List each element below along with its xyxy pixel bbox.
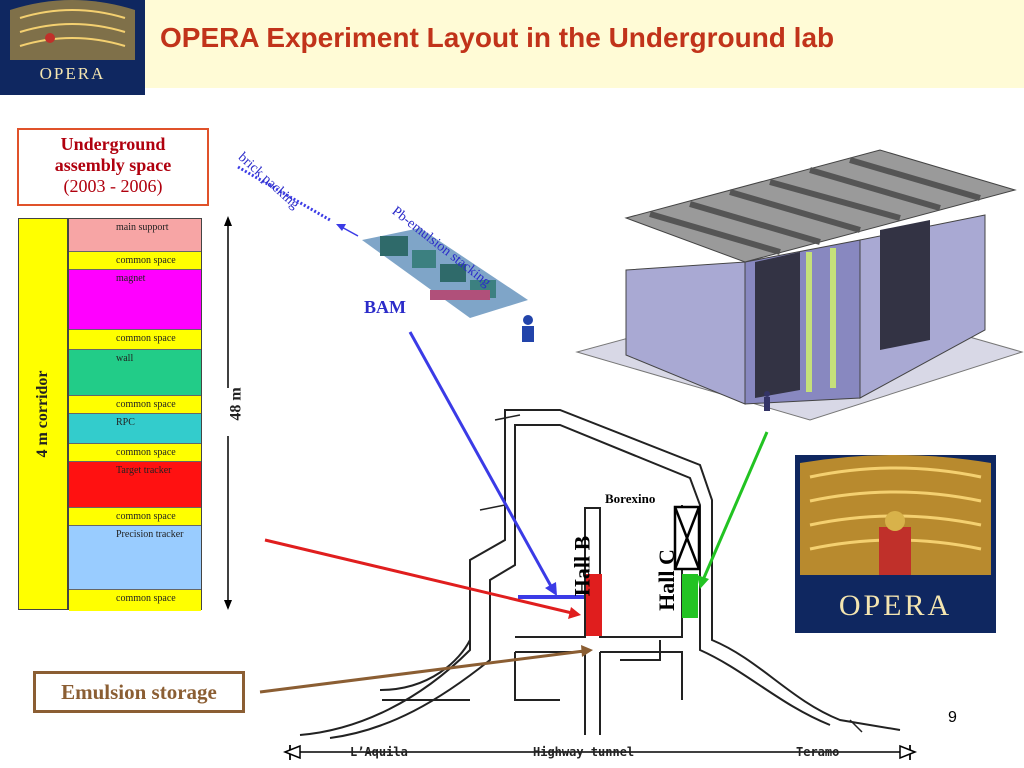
logo-small-text: OPERA <box>39 64 106 83</box>
corridor-bar: 4 m corridor <box>18 218 68 610</box>
borexino-label: Borexino <box>605 491 656 506</box>
emulsion-storage-label: Emulsion storage <box>61 680 217 704</box>
layer-precision-tracker: Precision tracker <box>69 525 201 589</box>
tunnel-center-label: Highway tunnel <box>533 745 635 759</box>
logo-large-text: OPERA <box>838 589 953 622</box>
layer-wall: wall <box>69 349 201 395</box>
lab-map-inner <box>479 414 863 733</box>
lab-map <box>289 409 911 760</box>
opera-logo-small: OPERA <box>0 0 145 95</box>
layer-common-space: common space <box>69 395 201 413</box>
layer-main-support: main support <box>69 219 201 251</box>
dimension-label: 48 m <box>227 387 245 421</box>
dimension-line <box>219 216 237 610</box>
green-arrow <box>697 431 769 589</box>
bam-label: BAM <box>364 297 406 317</box>
brown-arrow <box>259 645 593 694</box>
brick-packing-arrow <box>237 165 359 237</box>
hall-b-label: Hall B <box>569 535 595 597</box>
emulsion-storage-box: Emulsion storage <box>33 671 245 713</box>
assembly-space-box: Underground assembly space (2003 - 2006) <box>17 128 209 206</box>
hall-b-detector <box>586 574 602 636</box>
highway-tunnel-line <box>282 744 918 760</box>
page-number: 9 <box>948 709 957 726</box>
assembly-years: (2003 - 2006) <box>63 176 163 196</box>
layer-target-tracker: Target tracker <box>69 461 201 507</box>
layer-magnet: magnet <box>69 269 201 329</box>
layer-common-space: common space <box>69 589 201 611</box>
hall-c-detector <box>682 574 698 618</box>
layer-common-space: common space <box>69 507 201 525</box>
layer-common-space: common space <box>69 443 201 461</box>
assembly-title-line1: Underground <box>60 134 166 154</box>
layer-common-space: common space <box>69 329 201 349</box>
blue-arrow <box>408 331 557 596</box>
tunnel-left-label: L’Aquila <box>350 745 408 759</box>
layer-rpc: RPC <box>69 413 201 443</box>
red-arrow <box>264 538 581 619</box>
detector-3d-model <box>575 149 1024 421</box>
assembly-title-line2: assembly space <box>54 155 172 175</box>
header-band <box>0 0 1024 88</box>
borexino-box <box>673 505 701 571</box>
theater-icon <box>10 0 135 60</box>
theater-icon <box>800 455 991 575</box>
layer-common-space: common space <box>69 251 201 269</box>
hall-c-label: Hall C <box>653 549 679 611</box>
tunnel-right-label: Teramo <box>796 745 840 759</box>
opera-logo-large: OPERA <box>795 455 996 633</box>
page-title: OPERA Experiment Layout in the Undergrou… <box>160 22 835 53</box>
bam-machine <box>362 228 534 342</box>
